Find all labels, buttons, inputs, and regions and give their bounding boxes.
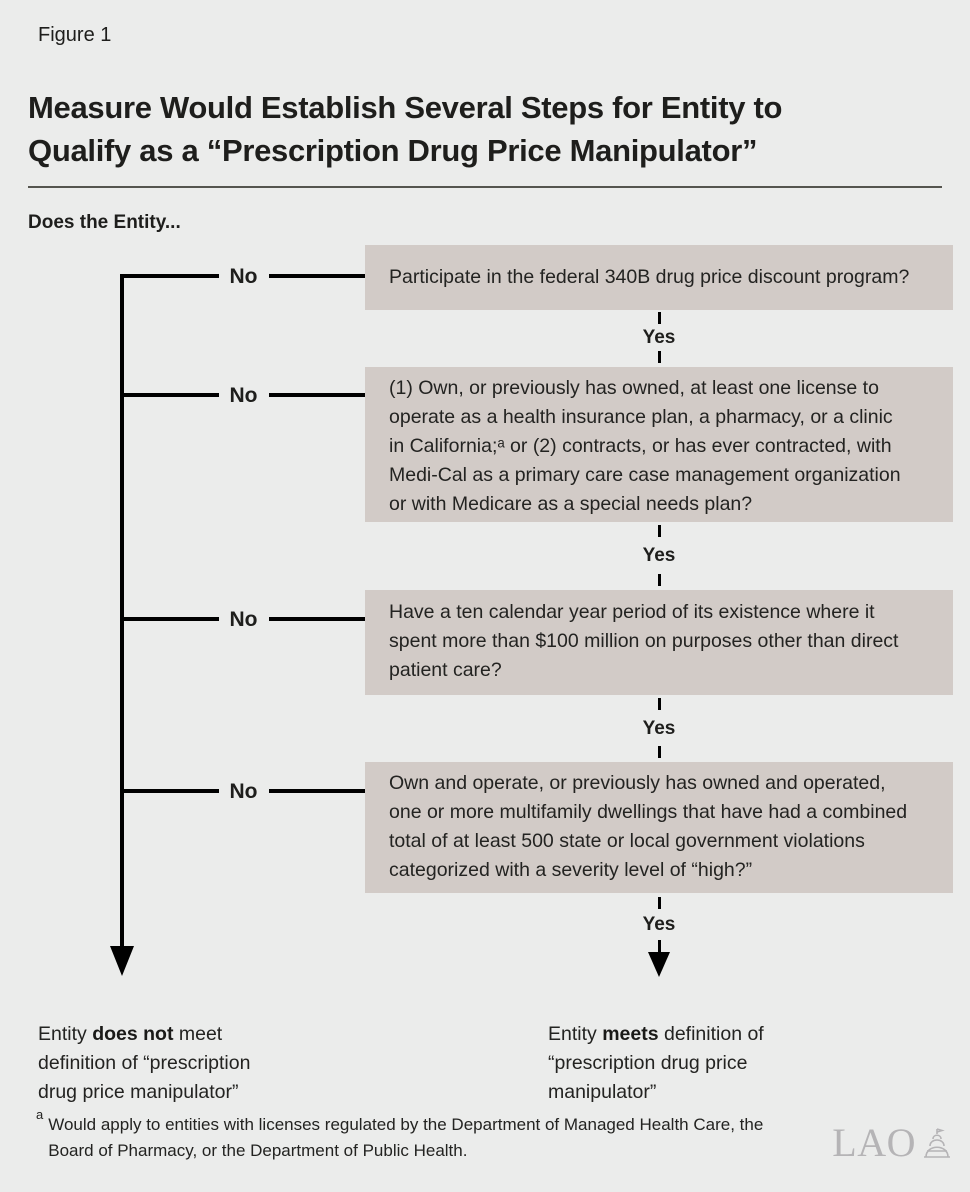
- no-branch-2: No: [122, 380, 365, 410]
- connector-line: [657, 574, 661, 586]
- no-branch-1: No: [122, 261, 365, 291]
- question-text: Participate in the federal 340B drug pri…: [389, 266, 910, 288]
- outcome-text: Entity: [548, 1023, 603, 1045]
- footnote-text: Would apply to entities with licenses re…: [48, 1115, 764, 1160]
- footnote: a Would apply to entities with licenses …: [36, 1108, 836, 1164]
- connector-line: [657, 746, 661, 758]
- yes-label: Yes: [642, 545, 676, 566]
- outcome-emphasis: meets: [602, 1023, 659, 1045]
- outcome-text: meet definition of “prescription drug pr…: [38, 1023, 251, 1103]
- no-branch-3: No: [122, 604, 365, 634]
- no-label: No: [229, 607, 258, 631]
- yes-connector-3: Yes: [609, 698, 709, 758]
- capitol-dome-icon: [924, 1128, 950, 1158]
- connector-line: [657, 351, 661, 363]
- yes-label: Yes: [642, 914, 676, 935]
- no-branch-line: [122, 393, 219, 397]
- no-label: No: [229, 383, 258, 407]
- no-path-vertical-line: [120, 274, 124, 948]
- no-branch-line: [268, 789, 365, 793]
- connector-line: [657, 897, 661, 909]
- outcome-meets: Entity meets definition of “prescription…: [548, 991, 808, 1107]
- no-path-arrowhead: [110, 946, 134, 976]
- outcome-text: Entity: [38, 1023, 93, 1045]
- arrow-shaft: [657, 940, 661, 952]
- no-branch-line: [122, 274, 219, 278]
- figure-title: Measure Would Establish Several Steps fo…: [28, 90, 783, 168]
- yes-path-arrow: [648, 940, 670, 977]
- no-branch-line: [268, 274, 365, 278]
- lao-logo: LAO: [832, 1120, 954, 1165]
- footnote-marker: a: [36, 1107, 44, 1122]
- question-box-340b: Participate in the federal 340B drug pri…: [365, 245, 953, 310]
- question-box-spending: Have a ten calendar year period of its e…: [365, 590, 953, 695]
- question-box-license-contracts: (1) Own, or previously has owned, at lea…: [365, 367, 953, 522]
- outcome-does-not-meet: Entity does not meet definition of “pres…: [38, 991, 288, 1107]
- no-branch-line: [122, 617, 219, 621]
- no-label: No: [229, 264, 258, 288]
- connector-line: [657, 525, 661, 537]
- no-branch-line: [122, 789, 219, 793]
- outcome-text: definition of “prescription drug price m…: [548, 1023, 764, 1103]
- no-branch-line: [268, 617, 365, 621]
- yes-connector-final: Yes: [609, 897, 709, 977]
- yes-label: Yes: [642, 717, 676, 739]
- no-branch-line: [268, 393, 365, 397]
- no-label: No: [229, 779, 258, 803]
- connector-line: [657, 312, 661, 324]
- no-branch-4: No: [122, 776, 365, 806]
- arrow-head: [648, 952, 670, 977]
- connector-line: [657, 698, 661, 710]
- yes-connector-2: Yes: [609, 525, 709, 586]
- question-box-dwellings: Own and operate, or previously has owned…: [365, 762, 953, 893]
- title-divider: [28, 186, 942, 188]
- yes-connector-1: Yes: [609, 312, 709, 363]
- figure-number-label: Figure 1: [38, 24, 112, 46]
- yes-label: Yes: [642, 327, 676, 348]
- lao-logo-text: LAO: [832, 1120, 916, 1165]
- outcome-emphasis: does not: [92, 1023, 174, 1045]
- intro-heading: Does the Entity...: [28, 212, 181, 233]
